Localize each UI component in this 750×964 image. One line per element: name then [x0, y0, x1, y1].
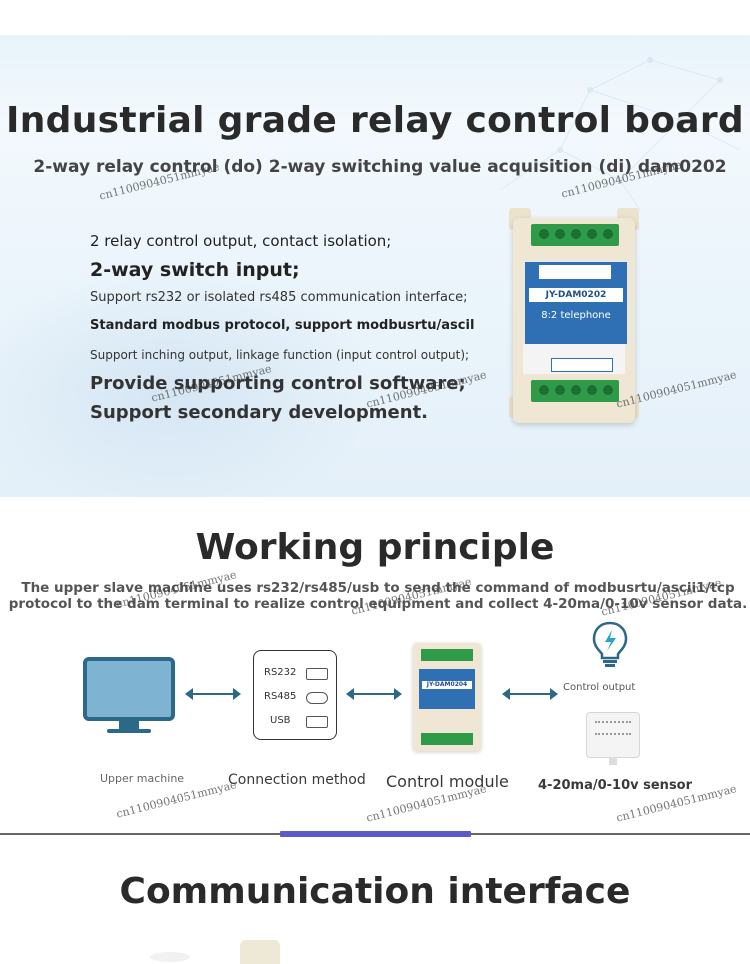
feature-secondary-dev: Support secondary development.: [90, 402, 429, 423]
serial-port-icon: [306, 668, 328, 680]
background-wave: [0, 260, 380, 497]
double-arrow-icon: [502, 688, 558, 700]
connection-methods-box: RS232 RS485 USB: [253, 650, 337, 740]
conn-usb-label: USB: [270, 715, 291, 726]
board-label: JY-DAM0202 8:2 telephone: [523, 260, 629, 346]
board-model: JY-DAM0202: [529, 288, 623, 302]
terminal-block-top: [421, 649, 473, 661]
double-arrow-icon: [185, 688, 241, 700]
feature-inching: Support inching output, linkage function…: [90, 348, 470, 362]
hero-title: Industrial grade relay control board: [6, 100, 744, 141]
double-arrow-icon: [346, 688, 402, 700]
network-pattern-decoration: [499, 57, 741, 211]
terminal-block-bottom: [531, 380, 619, 402]
label-control-output: Control output: [563, 682, 636, 693]
device-partial-image: [240, 940, 280, 964]
feature-comm-interface: Support rs232 or isolated rs485 communic…: [90, 290, 468, 305]
feature-modbus: Standard modbus protocol, support modbus…: [90, 318, 475, 333]
communication-title: Communication interface: [119, 871, 631, 912]
relay-board-image: JY-DAM0202 8:2 telephone: [505, 208, 643, 433]
terminal-block-top: [531, 224, 619, 246]
lightbulb-icon: [592, 621, 628, 667]
feature-relay-output: 2 relay control output, contact isolatio…: [90, 232, 392, 250]
input-pin-labels: [551, 358, 613, 372]
principle-description-line1: The upper slave machine uses rs232/rs485…: [21, 580, 735, 596]
control-module-image: JY-DAM0204: [413, 643, 481, 751]
monitor-icon: [83, 657, 175, 733]
feature-software: Provide supporting control software;: [90, 373, 466, 394]
rs485-connector-icon: [306, 692, 328, 704]
conn-rs232-label: RS232: [264, 667, 297, 678]
pin-labels: [539, 265, 611, 279]
principle-title: Working principle: [195, 527, 555, 568]
hero-section: Industrial grade relay control board 2-w…: [0, 0, 750, 497]
label-control-module: Control module: [386, 772, 509, 791]
principle-description-line2: protocol to the dam terminal to realize …: [8, 596, 748, 612]
terminal-block-bottom: [421, 733, 473, 745]
sensor-image: [586, 712, 640, 765]
label-upper-machine: Upper machine: [100, 772, 185, 785]
conn-rs485-label: RS485: [264, 691, 297, 702]
section-divider-accent: [280, 831, 471, 837]
shadow-decoration: [150, 952, 190, 962]
feature-switch-input: 2-way switch input;: [90, 259, 300, 281]
hero-subtitle: 2-way relay control (do) 2-way switching…: [33, 157, 727, 177]
module-label: JY-DAM0204: [419, 669, 475, 709]
principle-description: The upper slave machine uses rs232/rs485…: [0, 580, 750, 612]
board-caption: 8:2 telephone: [541, 310, 611, 321]
module-model: JY-DAM0204: [422, 681, 472, 689]
label-connection-method: Connection method: [228, 772, 366, 788]
label-sensor: 4-20ma/0-10v sensor: [538, 778, 693, 793]
usb-icon: [306, 716, 328, 728]
